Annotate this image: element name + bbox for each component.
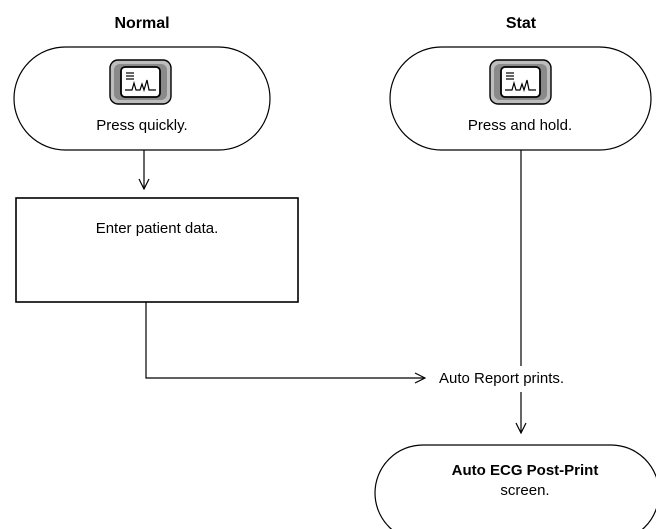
result-title: Auto ECG Post-Print [451, 462, 599, 479]
ecg-key-icon [109, 59, 172, 105]
enter-patient-data-label: Enter patient data. [95, 220, 219, 237]
stat-action-label: Press and hold. [467, 117, 573, 134]
result-terminator [374, 444, 656, 529]
result-subtitle: screen. [500, 482, 550, 499]
ecg-key-icon [489, 59, 552, 105]
connector-entry-to-report [145, 302, 425, 378]
normal-action-label: Press quickly. [96, 117, 188, 134]
auto-report-label: Auto Report prints. [439, 370, 565, 387]
enter-patient-data-box [15, 197, 299, 303]
normal-heading: Normal [114, 15, 170, 32]
stat-heading: Stat [505, 15, 537, 32]
